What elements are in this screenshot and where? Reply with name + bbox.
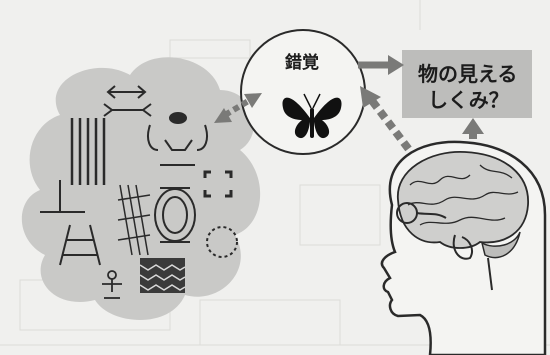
- illusion-label: 錯覚: [285, 53, 319, 73]
- stick-figure: [102, 270, 122, 299]
- illusion-collage: [40, 85, 238, 299]
- butterfly-icon: [282, 93, 342, 139]
- zollner-lines: [70, 118, 106, 185]
- cross-hatch: [117, 184, 151, 256]
- cerebellum: [480, 231, 521, 259]
- ponzo-figure: [59, 224, 101, 266]
- brain-folds: [407, 164, 519, 226]
- question-label-line1: 物の見える: [418, 62, 518, 86]
- solid-arrow-to-box: [358, 55, 404, 75]
- zigzag-box: [139, 258, 186, 293]
- question-box: [402, 50, 532, 118]
- starburst-figure: [206, 226, 238, 258]
- head-with-brain-icon: [380, 140, 547, 355]
- face-figure: [147, 112, 208, 166]
- ear: [452, 234, 473, 260]
- dashed-double-arrow: [214, 93, 262, 123]
- brain: [397, 151, 529, 249]
- question-label-line2: しくみ？: [428, 88, 509, 112]
- eye: [396, 202, 447, 224]
- muller-lyer-figure: [103, 85, 152, 117]
- spinal-cord: [487, 257, 493, 291]
- t-illusion: [40, 180, 85, 213]
- concentric-figure: [154, 187, 196, 243]
- kanizsa-corners: [203, 170, 233, 198]
